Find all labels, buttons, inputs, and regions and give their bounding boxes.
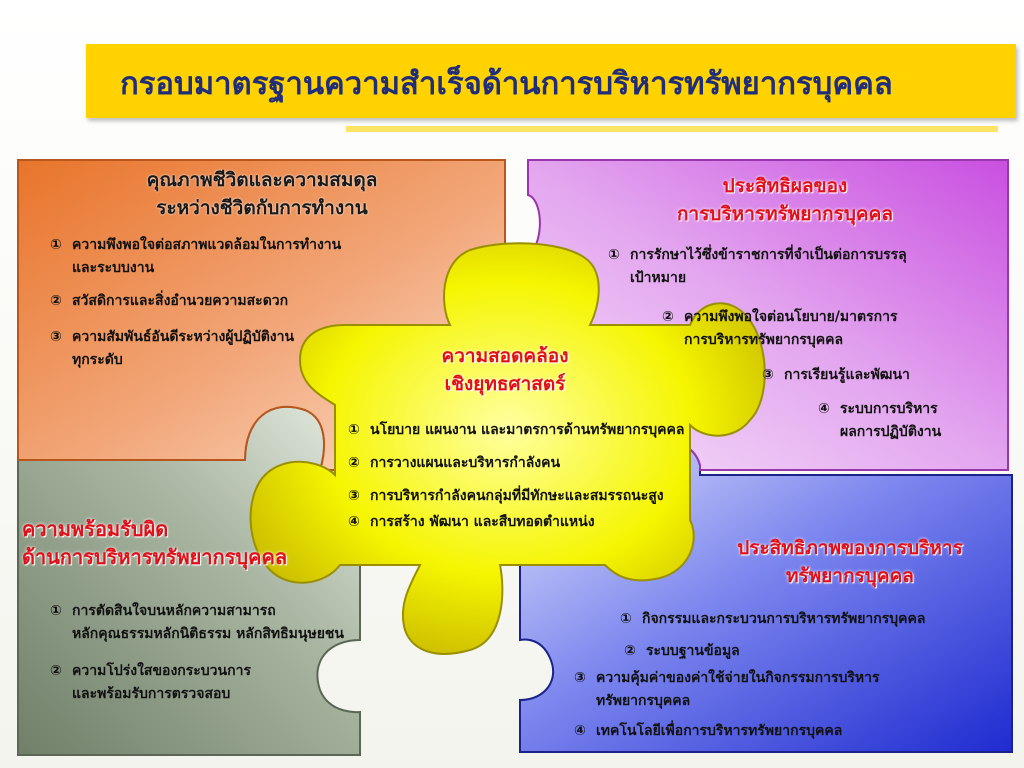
effectiveness-item-1-number: ①	[620, 611, 632, 627]
effectiveness-item-1: ① กิจกรรมและกระบวนการบริหารทรัพยากรบุคคล	[620, 608, 926, 631]
efficiency-item-4: ④ ระบบการบริหาร ผลการปฏิบัติงาน	[818, 398, 941, 444]
effectiveness-item-3-text-2: ทรัพยากรบุคคล	[596, 693, 691, 709]
quality-heading-line-1: คุณภาพชีวิตและความสมดุล	[146, 169, 378, 191]
quality-item-1: ① ความพึงพอใจต่อสภาพแวดล้อมในการทำงาน และ…	[50, 234, 341, 280]
readiness-item-1-number: ①	[50, 603, 62, 619]
page-title: กรอบมาตรฐานความสำเร็จด้านการบริหารทรัพยา…	[120, 66, 893, 102]
alignment-item-2: ② การวางแผนและบริหารกำลังคน	[348, 452, 560, 475]
alignment-item-2-number: ②	[348, 455, 360, 471]
quality-heading-line-2: ระหว่างชีวิตกับการทำงาน	[156, 197, 368, 219]
title-underline	[346, 126, 998, 132]
effectiveness-item-4-text: เทคโนโลยีเพื่อการบริหารทรัพยากรบุคคล	[596, 723, 843, 739]
effectiveness-item-2-text: ระบบฐานข้อมูล	[646, 643, 740, 659]
efficiency-item-1-text-2: เป้าหมาย	[630, 270, 687, 286]
efficiency-item-2-text: ความพึงพอใจต่อนโยบาย/มาตรการ	[684, 309, 898, 325]
readiness-heading: ความพร้อมรับผิด ด้านการบริหารทรัพยากรบุค…	[22, 515, 287, 571]
alignment-item-3-text: การบริหารกำลังคนกลุ่มที่มีทักษะและสมรรถน…	[370, 488, 664, 504]
readiness-item-2: ② ความโปร่งใสของกระบวนการ และพร้อมรับการต…	[50, 660, 251, 706]
efficiency-item-2-text-2: การบริหารทรัพยากรบุคคล	[684, 332, 844, 348]
quality-item-1-text: ความพึงพอใจต่อสภาพแวดล้อมในการทำงาน	[72, 237, 342, 253]
readiness-item-2-text: ความโปร่งใสของกระบวนการ	[72, 663, 251, 679]
alignment-piece	[249, 242, 766, 655]
efficiency-heading-line-1: ประสิทธิผลของ	[722, 175, 848, 197]
readiness-heading-line-1: ความพร้อมรับผิด	[22, 517, 169, 541]
efficiency-heading-line-2: การบริหารทรัพยากรบุคคล	[677, 203, 893, 225]
quality-item-2: ② สวัสดิการและสิ่งอำนวยความสะดวก	[50, 290, 288, 313]
title-banner: กรอบมาตรฐานความสำเร็จด้านการบริหารทรัพยา…	[86, 44, 1016, 118]
quality-item-3: ③ ความสัมพันธ์อันดีระหว่างผู้ปฏิบัติงาน ท…	[50, 326, 294, 372]
quality-item-3-text: ความสัมพันธ์อันดีระหว่างผู้ปฏิบัติงาน	[72, 329, 295, 345]
alignment-item-1-text: นโยบาย แผนงาน และมาตรการด้านทรัพยากรบุคค…	[370, 422, 685, 438]
alignment-item-4-number: ④	[348, 514, 360, 530]
alignment-item-3-number: ③	[348, 488, 360, 504]
effectiveness-heading-line-1: ประสิทธิภาพของการบริหาร	[737, 537, 963, 559]
quality-item-2-number: ②	[50, 293, 62, 309]
effectiveness-item-4: ④ เทคโนโลยีเพื่อการบริหารทรัพยากรบุคคล	[574, 720, 842, 743]
quality-item-1-text-2: และระบบงาน	[72, 260, 155, 276]
alignment-item-4: ④ การสร้าง พัฒนา และสืบทอดตำแหน่ง	[348, 511, 595, 534]
readiness-item-1-text: การตัดสินใจบนหลักความสามารถ	[72, 603, 276, 619]
alignment-item-2-text: การวางแผนและบริหารกำลังคน	[370, 455, 561, 471]
efficiency-item-3: ③ การเรียนรู้และพัฒนา	[762, 364, 910, 387]
readiness-item-1-text-2: หลักคุณธรรมหลักนิติธรรม หลักสิทธิมนุษยชน	[72, 626, 344, 642]
readiness-item-2-text-2: และพร้อมรับการตรวจสอบ	[72, 686, 231, 702]
effectiveness-item-2: ② ระบบฐานข้อมูล	[624, 640, 740, 663]
efficiency-item-4-text-2: ผลการปฏิบัติงาน	[840, 424, 942, 440]
efficiency-item-4-number: ④	[818, 401, 830, 417]
alignment-item-1: ① นโยบาย แผนงาน และมาตรการด้านทรัพยากรบุค…	[348, 419, 685, 442]
efficiency-item-2-number: ②	[662, 309, 674, 325]
alignment-heading-line-1: ความสอดคล้อง	[441, 345, 569, 367]
efficiency-heading: ประสิทธิผลของ การบริหารทรัพยากรบุคคล	[640, 172, 930, 228]
readiness-item-2-number: ②	[50, 663, 62, 679]
effectiveness-heading: ประสิทธิภาพของการบริหาร ทรัพยากรบุคคล	[700, 534, 1000, 590]
quality-item-2-text: สวัสดิการและสิ่งอำนวยความสะดวก	[72, 293, 289, 309]
efficiency-item-3-text: การเรียนรู้และพัฒนา	[784, 367, 910, 383]
effectiveness-heading-line-2: ทรัพยากรบุคคล	[786, 565, 914, 587]
alignment-item-4-text: การสร้าง พัฒนา และสืบทอดตำแหน่ง	[370, 514, 595, 530]
efficiency-item-2: ② ความพึงพอใจต่อนโยบาย/มาตรการ การบริหารท…	[662, 306, 897, 352]
alignment-heading-line-2: เชิงยุทธศาสตร์	[444, 373, 566, 395]
readiness-item-1: ① การตัดสินใจบนหลักความสามารถ หลักคุณธรรม…	[50, 600, 344, 646]
effectiveness-item-3-number: ③	[574, 670, 586, 686]
efficiency-item-3-number: ③	[762, 367, 774, 383]
alignment-item-1-number: ①	[348, 422, 360, 438]
readiness-heading-line-2: ด้านการบริหารทรัพยากรบุคคล	[22, 545, 288, 569]
quality-item-3-number: ③	[50, 329, 62, 345]
alignment-heading: ความสอดคล้อง เชิงยุทธศาสตร์	[390, 342, 620, 398]
effectiveness-item-3-text: ความคุ้มค่าของค่าใช้จ่ายในกิจกรรมการบริห…	[596, 670, 880, 686]
quality-item-1-number: ①	[50, 237, 62, 253]
quality-item-3-text-2: ทุกระดับ	[72, 352, 123, 368]
efficiency-item-1-text: การรักษาไว้ซึ่งข้าราชการที่จำเป็นต่อการบ…	[630, 247, 907, 263]
effectiveness-item-1-text: กิจกรรมและกระบวนการบริหารทรัพยากรบุคคล	[642, 611, 926, 627]
efficiency-item-1-number: ①	[608, 247, 620, 263]
effectiveness-item-3: ③ ความคุ้มค่าของค่าใช้จ่ายในกิจกรรมการบริ…	[574, 667, 880, 713]
alignment-item-3: ③ การบริหารกำลังคนกลุ่มที่มีทักษะและสมรรถ…	[348, 485, 664, 508]
effectiveness-item-2-number: ②	[624, 643, 636, 659]
effectiveness-item-4-number: ④	[574, 723, 586, 739]
quality-heading: คุณภาพชีวิตและความสมดุล ระหว่างชีวิตกับก…	[112, 166, 412, 222]
efficiency-item-4-text: ระบบการบริหาร	[840, 401, 938, 417]
efficiency-item-1: ① การรักษาไว้ซึ่งข้าราชการที่จำเป็นต่อการ…	[608, 244, 907, 290]
